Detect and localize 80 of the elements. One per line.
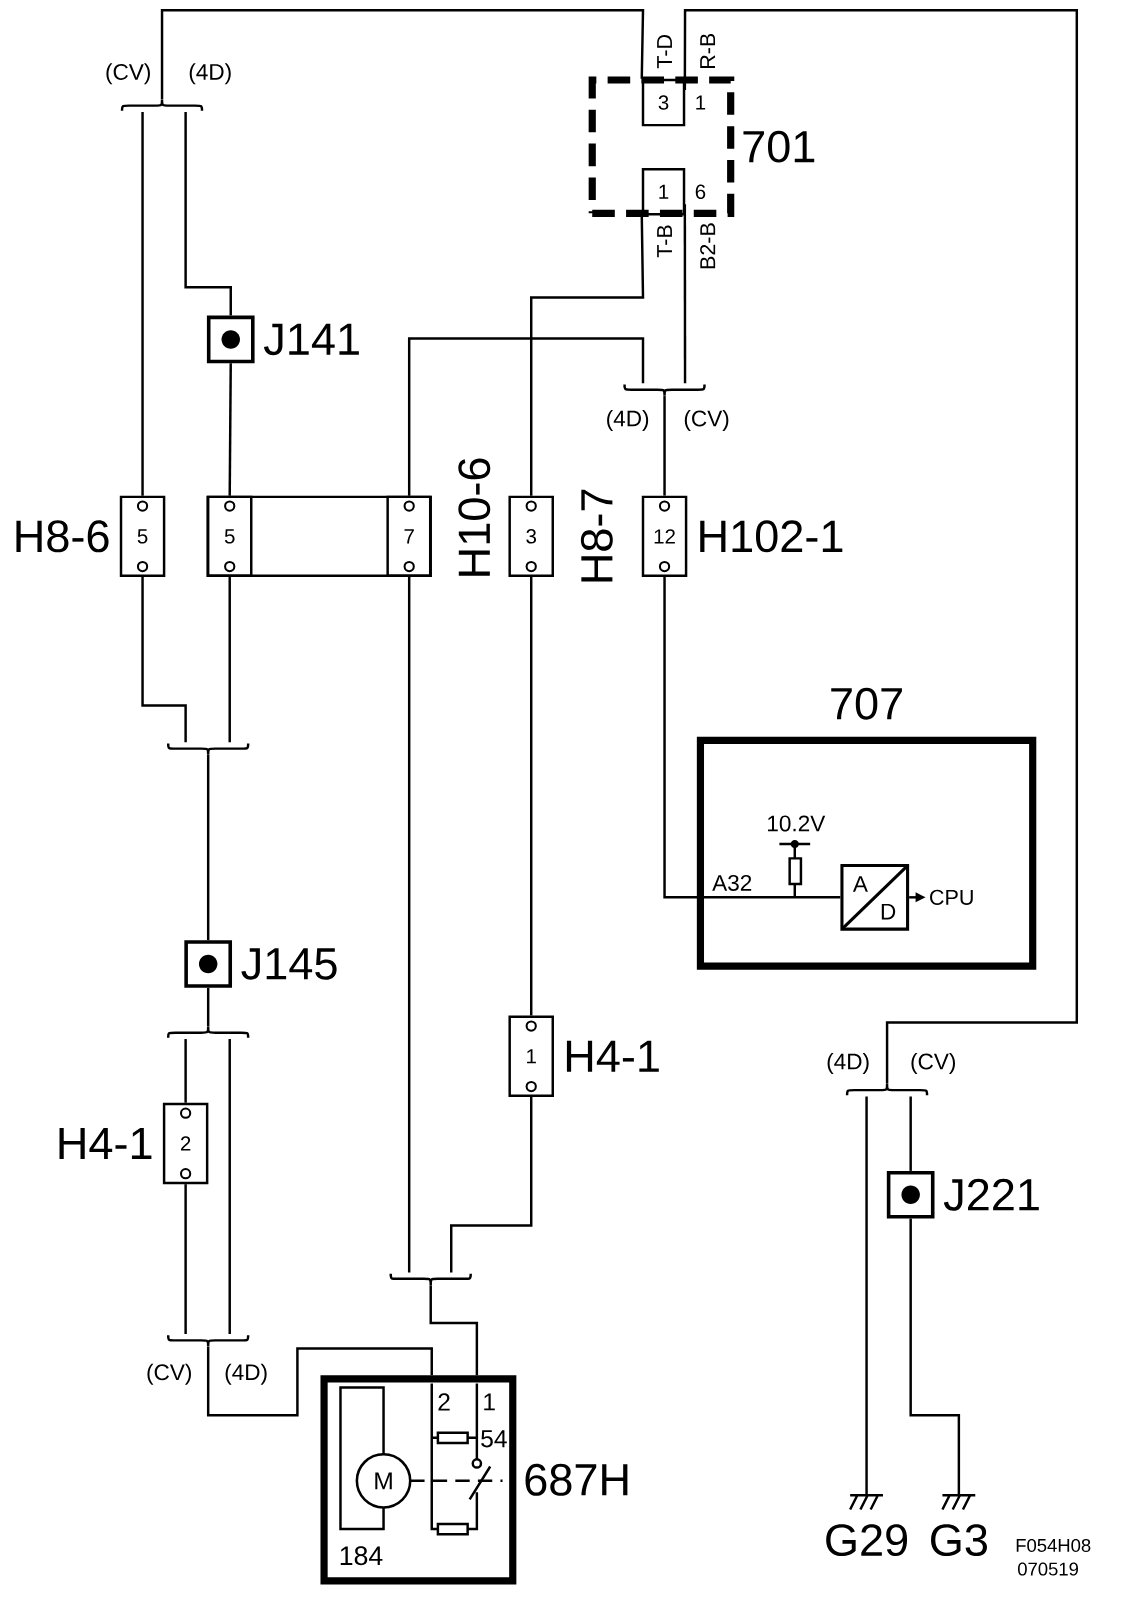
- variant-label: (4D): [606, 409, 648, 431]
- wire: [160, 9, 645, 100]
- wire: [683, 204, 687, 384]
- node-label: H8-6: [16, 520, 109, 553]
- connector-pin-box: 12 H102-1: [641, 495, 843, 578]
- wire: [407, 337, 645, 496]
- connector-pin-box: 5: [206, 495, 253, 578]
- wire: [449, 1097, 533, 1273]
- node-label: J221: [943, 1178, 1039, 1211]
- node-label: H4-1: [566, 1040, 659, 1072]
- pin-label: A32: [712, 875, 752, 891]
- wire: [228, 1039, 231, 1334]
- converter-box: A D: [840, 864, 909, 931]
- variant-label: (CV): [911, 1052, 955, 1074]
- variant-label: (4D): [225, 1363, 267, 1385]
- wire-brace: [623, 384, 706, 398]
- node-label: J145: [241, 948, 337, 980]
- part-number: 184: [340, 1546, 383, 1566]
- wire-brace: [120, 98, 204, 111]
- wire: [206, 987, 210, 1027]
- wire: [909, 1096, 912, 1171]
- pin-label: 54: [481, 1430, 507, 1448]
- pin-number: 1: [696, 95, 705, 110]
- wire: [683, 9, 1078, 1084]
- connector-pin-box: 7: [386, 495, 432, 578]
- wire: [865, 1096, 868, 1495]
- wire: [529, 215, 645, 496]
- pin-number: 6: [695, 184, 706, 199]
- pin-box: 1: [641, 168, 686, 216]
- wire: [206, 755, 210, 941]
- wire-brace: [166, 1335, 250, 1348]
- splice-box: J221: [886, 1170, 1039, 1219]
- wire: [663, 577, 841, 899]
- wire: [407, 577, 411, 1273]
- wire: [228, 577, 231, 743]
- pin-label: 1: [484, 1393, 495, 1411]
- node-label: H8-7: [580, 489, 613, 582]
- node-label: 687H: [525, 1463, 628, 1496]
- node-label: H4-1: [59, 1127, 152, 1159]
- pin-label: 2: [438, 1393, 450, 1411]
- connector-pin-box: H8-6 5: [16, 495, 166, 578]
- voltage-label: 10.2V: [767, 815, 826, 832]
- splice-box: J145: [184, 940, 337, 988]
- wire: [228, 363, 232, 496]
- wire-brace: [166, 1025, 250, 1038]
- drawing-code: F054H08: [1016, 1538, 1091, 1552]
- node-label: 707: [831, 687, 902, 720]
- node-label: H102-1: [700, 520, 843, 553]
- wire-brace: [166, 743, 250, 756]
- node-label: 701: [743, 130, 815, 163]
- connector-pin-box: H4-1 2: [59, 1102, 209, 1185]
- wire: [529, 577, 533, 1016]
- wire: [663, 396, 666, 496]
- wire: [184, 1039, 187, 1103]
- wire-label: R-B: [699, 31, 716, 71]
- connector-pin-box: 1 H4-1: [508, 1015, 659, 1097]
- node-label: H10-6: [458, 458, 491, 576]
- splice-box: J141: [206, 315, 359, 364]
- wire: [184, 112, 232, 316]
- output-label: CPU: [929, 889, 973, 905]
- node-label: J141: [263, 323, 359, 356]
- variant-label: (4D): [827, 1052, 869, 1074]
- wire-label: B2-B: [698, 221, 717, 272]
- connector-pin-box: 3 H8-7: [508, 489, 613, 582]
- variant-label: (CV): [147, 1363, 191, 1385]
- wire-brace: [389, 1273, 472, 1287]
- wire: [141, 577, 187, 743]
- pin-box: 3: [641, 78, 686, 127]
- wire-brace: [845, 1082, 929, 1096]
- wire-label: T-B: [656, 223, 673, 259]
- variant-label: (4D): [189, 63, 231, 85]
- variant-label: (CV): [684, 409, 729, 431]
- wire-label: T-D: [656, 32, 673, 70]
- variant-label: (CV): [106, 63, 150, 85]
- drawing-code: 070519: [1017, 1562, 1078, 1576]
- wire: [206, 1346, 433, 1417]
- wire: [909, 1218, 960, 1495]
- wire: [429, 1285, 478, 1376]
- wire: [184, 1184, 187, 1334]
- wire: [141, 112, 144, 496]
